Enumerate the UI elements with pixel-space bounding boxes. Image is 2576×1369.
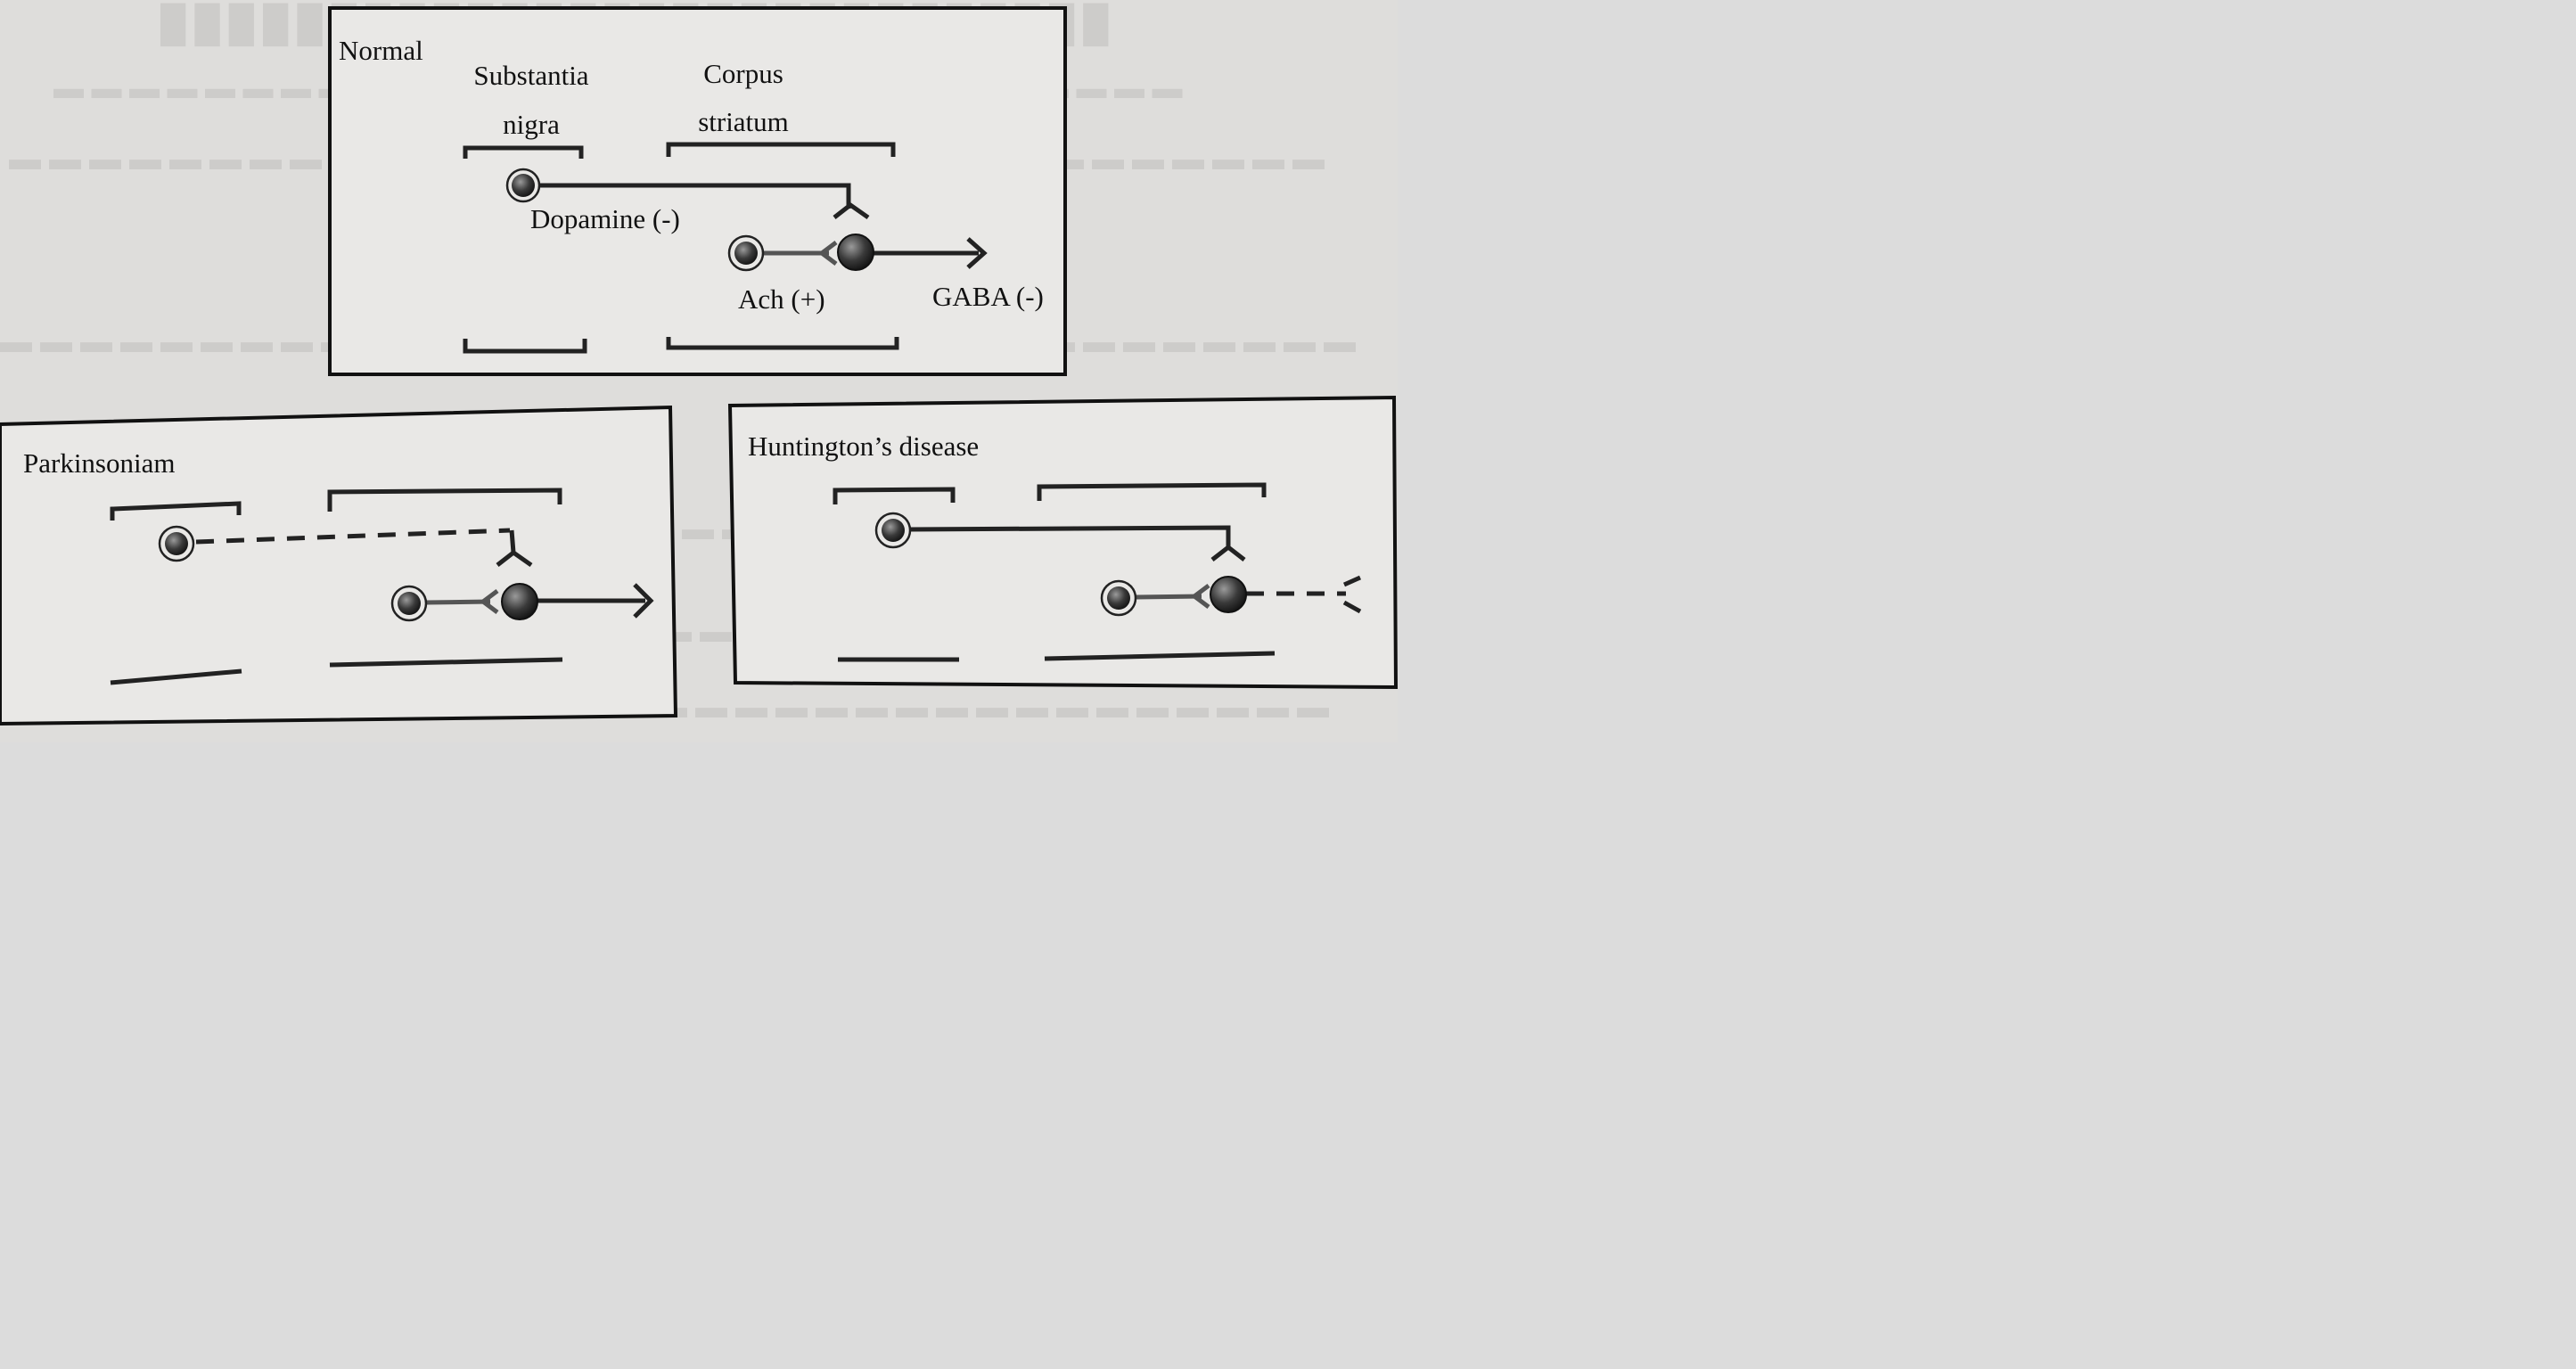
substantia-nigra-bottom-bracket: [463, 339, 587, 354]
parkinson-ach-neuron: [390, 585, 499, 622]
huntington-substantia-top-bracket: [833, 487, 956, 504]
gaba-terminal: [966, 237, 988, 269]
gaba-neuron: [837, 234, 988, 271]
parkinson-ach-terminal: [479, 589, 499, 614]
parkinson-dopamine-neuron: [158, 525, 533, 568]
panel-huntington: Huntington’s disease: [727, 395, 1398, 690]
substantia-nigra-top-bracket: [463, 145, 584, 159]
gaba-label: GABA (-): [932, 281, 1044, 312]
corpus-striatum-label-line2: striatum: [698, 106, 789, 137]
corpus-striatum-label-line1: Corpus: [703, 58, 783, 89]
parkinson-gaba-soma: [501, 583, 538, 620]
huntington-gaba-terminal-broken: [1342, 575, 1362, 587]
huntington-dopamine-axon: [908, 525, 1231, 547]
huntington-gaba-soma: [1210, 576, 1247, 613]
huntington-ach-terminal: [1190, 584, 1210, 609]
huntington-striatum-top-bracket: [1037, 482, 1267, 501]
panel-normal-frame: [328, 6, 1067, 376]
parkinson-dopamine-terminal: [496, 549, 533, 568]
dopamine-terminal: [833, 201, 870, 220]
panel-normal-title: Normal: [339, 35, 423, 66]
substantia-nigra-label-line2: nigra: [503, 109, 560, 140]
dopamine-soma: [512, 174, 535, 197]
panel-normal: Normal Substantia nigra Corpus striatum …: [328, 6, 1067, 376]
huntington-ach-axon: [1135, 594, 1202, 600]
parkinson-gaba-neuron: [501, 583, 654, 620]
corpus-striatum-bottom-bracket: [666, 337, 899, 350]
huntington-gaba-neuron: [1210, 575, 1362, 614]
parkinson-striatum-top-bracket: [327, 488, 562, 512]
huntington-striatum-bottom-line: [1044, 651, 1276, 661]
parkinson-substantia-top-bracket: [110, 501, 242, 521]
huntington-gaba-terminal-broken-lower: [1342, 600, 1362, 614]
parkinson-gaba-terminal: [633, 583, 654, 619]
huntington-dopamine-neuron: [874, 512, 1246, 562]
parkinson-dopamine-axon-dashed: [195, 528, 511, 545]
parkinson-dopamine-axon-drop: [509, 529, 516, 553]
substantia-nigra-label-line1: Substantia: [473, 60, 588, 91]
parkinson-substantia-bottom-line: [110, 668, 242, 685]
panel-parkinson-frame: [0, 405, 678, 726]
ach-soma: [734, 242, 758, 265]
panel-parkinson-title: Parkinsoniam: [23, 447, 176, 479]
corpus-striatum-top-bracket: [666, 142, 896, 157]
huntington-dopamine-soma: [882, 519, 905, 542]
huntington-ach-neuron: [1100, 579, 1210, 617]
panel-huntington-title: Huntington’s disease: [748, 430, 979, 462]
diagram-canvas: █ █ █ █ █ █ █ █ █ █ █ █ █ █ █ █ █ █ █ █ …: [0, 0, 1398, 742]
dopamine-label: Dopamine (-): [530, 203, 680, 234]
parkinson-ach-axon: [425, 599, 491, 605]
dopamine-axon: [540, 183, 851, 209]
parkinson-dopamine-soma: [165, 532, 188, 555]
ach-neuron: [727, 234, 838, 272]
parkinson-ach-soma: [398, 592, 421, 615]
huntington-ach-soma: [1107, 586, 1130, 610]
ach-label: Ach (+): [738, 283, 825, 315]
panel-huntington-frame: [727, 395, 1398, 690]
panel-parkinson: Parkinsoniam: [0, 405, 678, 726]
parkinson-striatum-bottom-line: [329, 657, 563, 668]
dopamine-neuron: [505, 168, 870, 220]
huntington-dopamine-terminal: [1210, 544, 1246, 562]
gaba-soma: [837, 234, 874, 271]
ach-terminal: [817, 241, 838, 266]
